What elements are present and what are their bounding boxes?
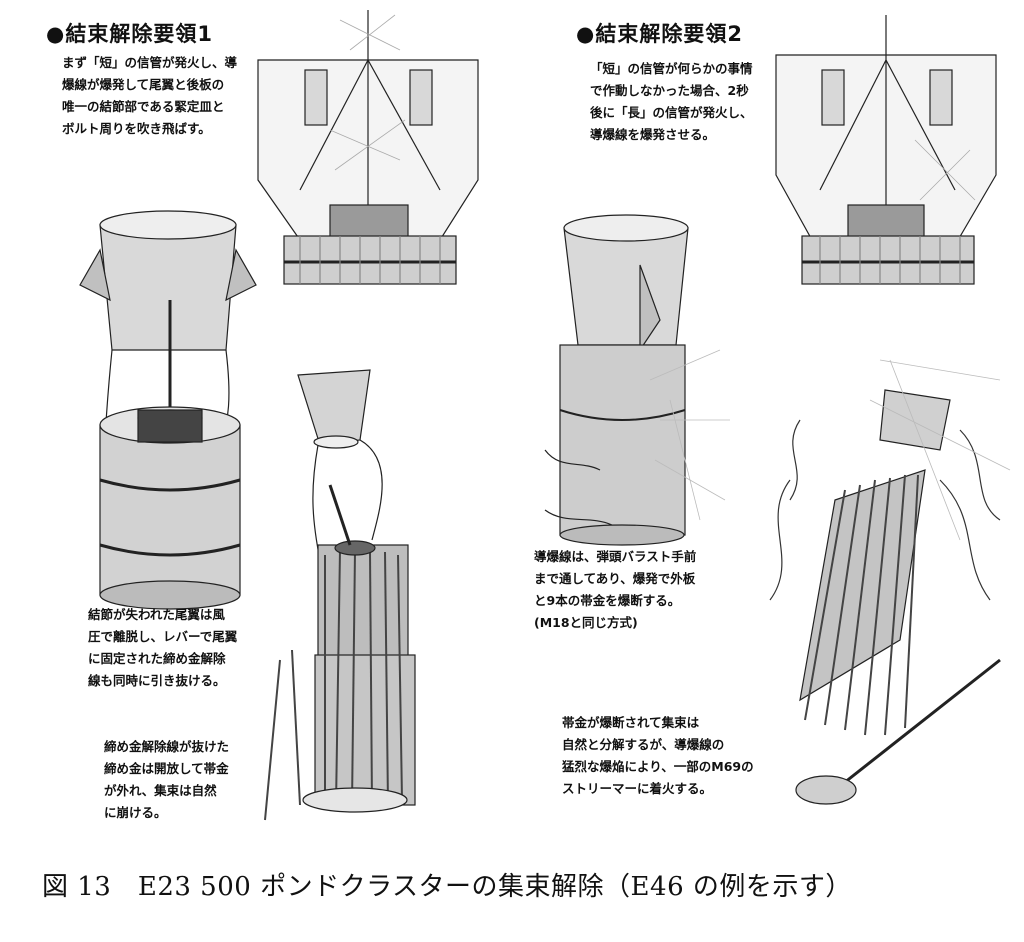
note-line: (M18と同じ方式): [534, 615, 638, 630]
note-line: 自然と分解するが、導爆線の: [562, 737, 725, 752]
heading-procedure-2: ●結束解除要領2: [576, 22, 743, 46]
note-line: に固定された締め金解除: [88, 651, 226, 666]
figure-caption: 図 13 E23 500 ポンドクラスターの集束解除（E46 の例を示す）: [42, 872, 852, 902]
cluster-intact-1: [79, 210, 257, 610]
note-line: 後に「長」の信管が発火し、: [590, 105, 753, 120]
cluster-dispersing-1: [264, 369, 416, 821]
note-line: に崩ける。: [104, 805, 167, 820]
note-line: 締め金解除線が抜けた: [104, 739, 230, 754]
heading-procedure-1: ●結束解除要領1: [46, 22, 213, 46]
note-line: 締め金は開放して帯金: [104, 761, 229, 776]
cluster-banded-2: [544, 214, 730, 546]
note-line: まで通してあり、爆発で外板: [534, 571, 696, 586]
note-line: で作動しなかった場合、2秒: [590, 83, 749, 98]
note-line: 結節が失われた尾翼は風: [88, 607, 225, 622]
note-line: ボルト周りを吹き飛ばす。: [62, 121, 211, 136]
note-procedure-2-bottom: 帯金が爆断されて集束は 自然と分解するが、導爆線の 猛烈な爆焔により、一部のM6…: [562, 712, 754, 800]
note-procedure-2-middle: 導爆線は、弾頭バラスト手前 まで通してあり、爆発で外板 と9本の帯金を爆断する。…: [534, 546, 696, 634]
tail-section-diagram-1: [257, 10, 479, 285]
note-line: 猛烈な爆焔により、一部のM69の: [562, 759, 754, 774]
note-procedure-1-bottom: 締め金解除線が抜けた 締め金は開放して帯金 が外れ、集束は自然 に崩ける。: [104, 736, 229, 824]
note-line: 導爆線を爆発させる。: [590, 127, 716, 142]
note-line: ストリーマーに着火する。: [562, 781, 713, 796]
note-line: 帯金が爆断されて集束は: [562, 715, 700, 730]
note-procedure-1-middle: 結節が失われた尾翼は風 圧で離脱し、レバーで尾翼 に固定された締め金解除 線も同…: [88, 604, 237, 692]
note-line: と9本の帯金を爆断する。: [534, 593, 681, 608]
note-line: 「短」の信管が何らかの事情: [590, 61, 753, 76]
note-line: 爆線が爆発して尾翼と後板の: [62, 77, 225, 92]
note-line: が外れ、集束は自然: [104, 783, 217, 798]
note-line: 線も同時に引き抜ける。: [88, 673, 226, 688]
note-procedure-1-top: まず「短」の信管が発火し、導 爆線が爆発して尾翼と後板の 唯一の結節部である緊定…: [62, 52, 237, 140]
note-line: 導爆線は、弾頭バラスト手前: [534, 549, 697, 564]
note-procedure-2-top: 「短」の信管が何らかの事情 で作動しなかった場合、2秒 後に「長」の信管が発火し…: [590, 58, 753, 146]
note-line: 唯一の結節部である緊定皿と: [62, 99, 225, 114]
note-line: まず「短」の信管が発火し、導: [62, 55, 238, 70]
cluster-exploding-2: [769, 359, 1011, 805]
tail-section-diagram-2: [775, 15, 997, 285]
note-line: 圧で離脱し、レバーで尾翼: [88, 629, 238, 644]
